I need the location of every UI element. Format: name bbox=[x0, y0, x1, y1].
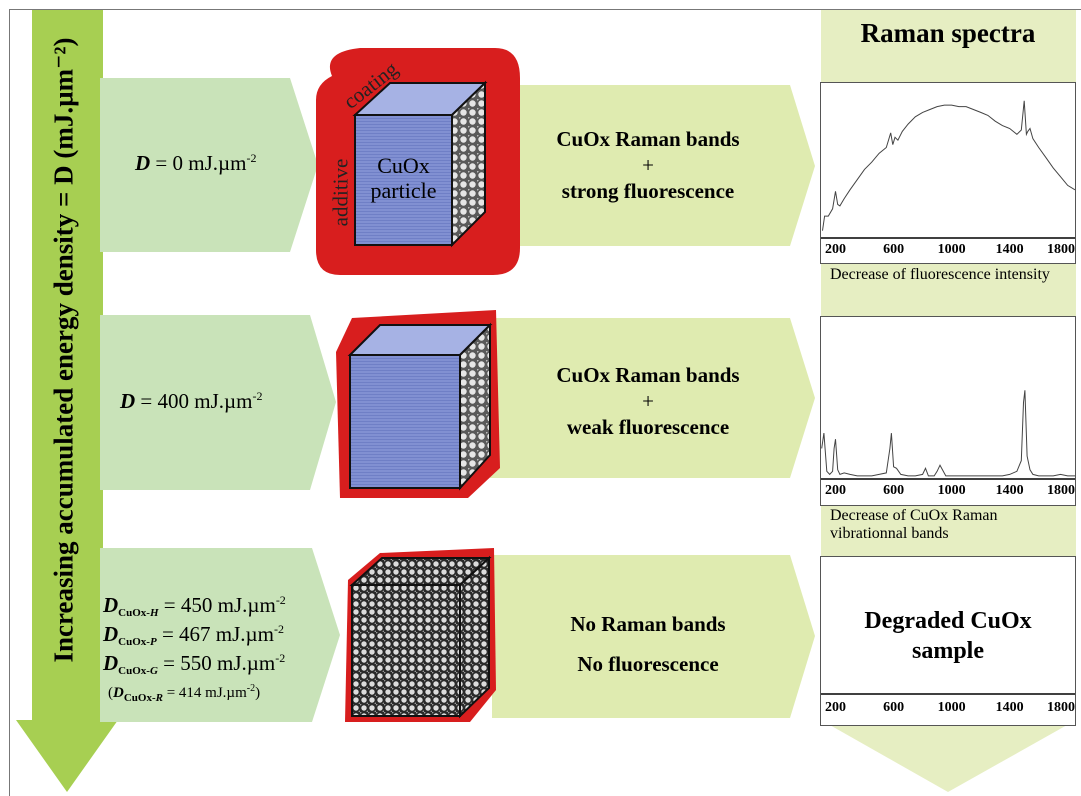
tick-label: 200 bbox=[825, 700, 846, 715]
raman-band-2 bbox=[490, 318, 815, 478]
raman-band-1 bbox=[508, 85, 815, 246]
dose-band-3 bbox=[100, 548, 340, 722]
band-text-2: CuOx Raman bands + weak fluorescence bbox=[556, 363, 740, 439]
spectrum-line bbox=[821, 390, 1075, 477]
dose-label-2: D = 400 mJ.µm-2 bbox=[120, 389, 263, 413]
dose-band-1 bbox=[100, 78, 318, 252]
spectrum-panel-2: 200 600 1000 1400 1800 bbox=[820, 316, 1076, 506]
tick-label: 1400 bbox=[995, 483, 1024, 498]
tick-label: 200 bbox=[825, 242, 846, 257]
degraded-label: Degraded CuOx sample bbox=[864, 608, 1032, 664]
spectrum-line bbox=[822, 100, 1076, 231]
tick-label: 1000 bbox=[937, 700, 966, 715]
band-text-3: No Raman bands No fluorescence bbox=[570, 612, 726, 676]
tick-label: 1800 bbox=[1047, 483, 1075, 498]
dose-label-3b: DCuOx-P = 467 mJ.µm-2 bbox=[103, 622, 284, 648]
caption-2: Decrease of CuOx Raman vibrationnal band… bbox=[830, 507, 998, 542]
spectrum-1 bbox=[821, 100, 1076, 239]
dose-label-3c: DCuOx-G = 550 mJ.µm-2 bbox=[103, 651, 286, 677]
tick-label: 1000 bbox=[937, 242, 966, 257]
tick-label: 600 bbox=[883, 483, 905, 498]
raman-band-3 bbox=[492, 555, 815, 718]
spectrum-panel-1: 200 600 1000 1400 1800 bbox=[820, 82, 1076, 264]
cube-label: CuOx particle bbox=[370, 153, 437, 203]
band-text-1: CuOx Raman bands + strong fluorescence bbox=[556, 127, 740, 203]
dose-label-3-note: (DCuOx-R = 414 mJ.µm-2) bbox=[108, 683, 261, 704]
tick-label: 1400 bbox=[995, 242, 1024, 257]
dose-label-1: D = 0 mJ.µm-2 bbox=[135, 151, 257, 175]
spectrum-2 bbox=[821, 390, 1075, 480]
figure-frame bbox=[9, 9, 1081, 796]
spectra-title: Raman spectra bbox=[860, 18, 1036, 48]
tick-label: 200 bbox=[825, 483, 846, 498]
coating-label-additive: additive bbox=[328, 158, 353, 227]
energy-axis-arrow bbox=[16, 10, 118, 792]
axis-3 bbox=[821, 693, 1075, 695]
tick-label: 1000 bbox=[937, 483, 966, 498]
cube-coated-thin bbox=[336, 310, 500, 498]
tick-label: 1400 bbox=[995, 700, 1024, 715]
spectrum-panel-3: 200 600 1000 1400 1800 bbox=[820, 556, 1076, 726]
dose-label-3a: DCuOx-H = 450 mJ.µm-2 bbox=[103, 593, 286, 619]
energy-axis-label: Increasing accumulated energy density = … bbox=[48, 37, 79, 663]
tick-label: 600 bbox=[883, 242, 905, 257]
dose-band-2 bbox=[100, 315, 336, 490]
tick-label: 1800 bbox=[1047, 242, 1075, 257]
cube-coated-thick bbox=[316, 48, 520, 275]
caption-1: Decrease of fluorescence intensity bbox=[830, 266, 1050, 283]
tick-label: 1800 bbox=[1047, 700, 1075, 715]
cube-degraded bbox=[345, 548, 496, 722]
tick-label: 600 bbox=[883, 700, 905, 715]
